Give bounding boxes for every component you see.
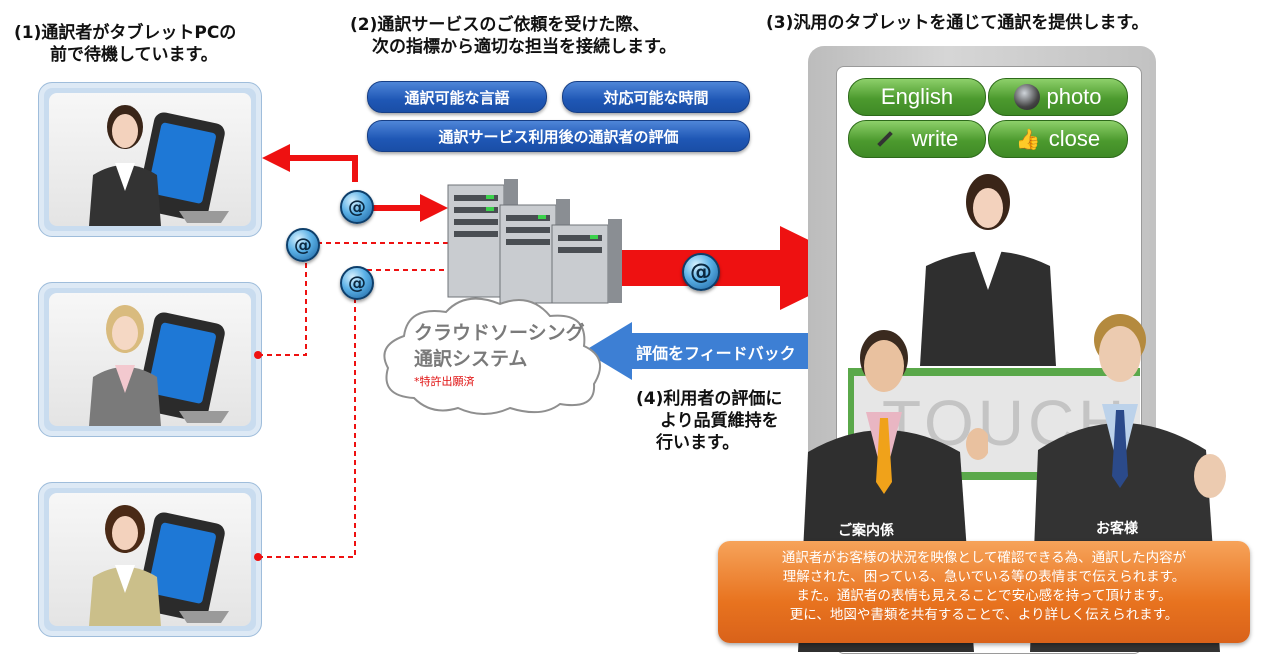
interpreter-panel-2 xyxy=(38,282,262,437)
cloud-label-line1: クラウドソーシング xyxy=(414,322,585,344)
note-line3: また。通訳者の表情も見えることで安心感を持って頂けます。 xyxy=(796,588,1172,604)
dot-interpreter-3 xyxy=(254,553,262,561)
step4-line3: 行います。 xyxy=(656,433,740,453)
step2-heading: (2)通訳サービスのご依頼を受けた際、 次の指標から適切な担当を接続します。 xyxy=(350,14,676,58)
step4-heading: (4)利用者の評価に より品質維持を 行います。 xyxy=(636,388,782,454)
step2-line2: 次の指標から適切な担当を接続します。 xyxy=(372,37,677,57)
step2-line1: (2)通訳サービスのご依頼を受けた際、 xyxy=(350,15,650,35)
criteria-hours: 対応可能な時間 xyxy=(562,81,750,113)
close-label: close xyxy=(1048,126,1101,151)
camera-icon xyxy=(1014,84,1041,110)
write-label: write xyxy=(911,126,959,151)
step4-line1: (4)利用者の評価に xyxy=(636,389,783,409)
step3-heading: (3)汎用のタブレットを通じて通訳を提供します。 xyxy=(766,13,1149,33)
customer-label: お客様 xyxy=(1096,521,1138,537)
big-arrow-to-tablet xyxy=(622,226,866,310)
arrowhead-to-server xyxy=(420,194,448,222)
patent-note: *特許出願済 xyxy=(414,375,475,388)
server-icon xyxy=(447,179,622,304)
interpreter-panel-1 xyxy=(38,82,262,237)
step1-heading: (1)通訳者がタブレットPCの 前で待機しています。 xyxy=(14,22,236,66)
step1-line1: (1)通訳者がタブレットPCの xyxy=(14,23,237,43)
arrowhead-to-interpreter-1 xyxy=(262,144,290,172)
english-label: English xyxy=(880,84,954,109)
feedback-arrow-shape xyxy=(584,322,857,380)
staff-label: ご案内係 xyxy=(838,523,894,539)
note-line1: 通訳者がお客様の状況を映像として確認できる為、通訳した内容が xyxy=(781,550,1187,566)
thumbs-up-icon: 👍 xyxy=(1015,128,1041,151)
interpreter-panel-3 xyxy=(38,482,262,637)
note-line4: 更に、地図や書類を共有することで、より詳しく伝えられます。 xyxy=(789,607,1179,623)
interpreter-1-illustration xyxy=(89,105,229,226)
english-button[interactable]: English xyxy=(848,78,986,116)
connection-line-1 xyxy=(290,155,358,182)
interpreter-2-illustration xyxy=(89,305,229,426)
step4-line2: より品質維持を xyxy=(660,411,779,431)
feedback-label: 評価をフィードバック xyxy=(636,344,796,363)
pen-icon xyxy=(876,131,893,147)
photo-label: photo xyxy=(1046,84,1102,109)
interpreter-3-illustration xyxy=(89,505,229,626)
photo-button[interactable]: photo xyxy=(988,78,1128,116)
explanation-note: 通訳者がお客様の状況を映像として確認できる為、通訳した内容が 理解された、困って… xyxy=(718,541,1250,643)
at-icon-1: @ xyxy=(340,190,374,224)
at-icon-big: @ xyxy=(682,253,720,291)
at-icon-2: @ xyxy=(286,228,320,262)
dashed-line-interpreter-2 xyxy=(258,242,452,356)
dashed-line-interpreter-3 xyxy=(258,269,452,558)
cloud-label-line2: 通訳システム xyxy=(414,348,528,370)
criteria-languages: 通訳可能な言語 xyxy=(367,81,547,113)
criteria-rating: 通訳サービス利用後の通訳者の評価 xyxy=(367,120,750,152)
step1-line2: 前で待機しています。 xyxy=(50,45,218,65)
tablet-interpreter-illustration xyxy=(920,174,1056,366)
cloud-label: クラウドソーシング 通訳システム xyxy=(414,320,585,372)
at-icon-3: @ xyxy=(340,266,374,300)
cloud-shape xyxy=(383,297,602,415)
close-button[interactable]: 👍 close xyxy=(988,120,1128,158)
write-button[interactable]: write xyxy=(848,120,986,158)
dot-interpreter-2 xyxy=(254,351,262,359)
note-line2: 理解された、困っている、急いでいる等の表情まで伝えられます。 xyxy=(782,569,1186,585)
